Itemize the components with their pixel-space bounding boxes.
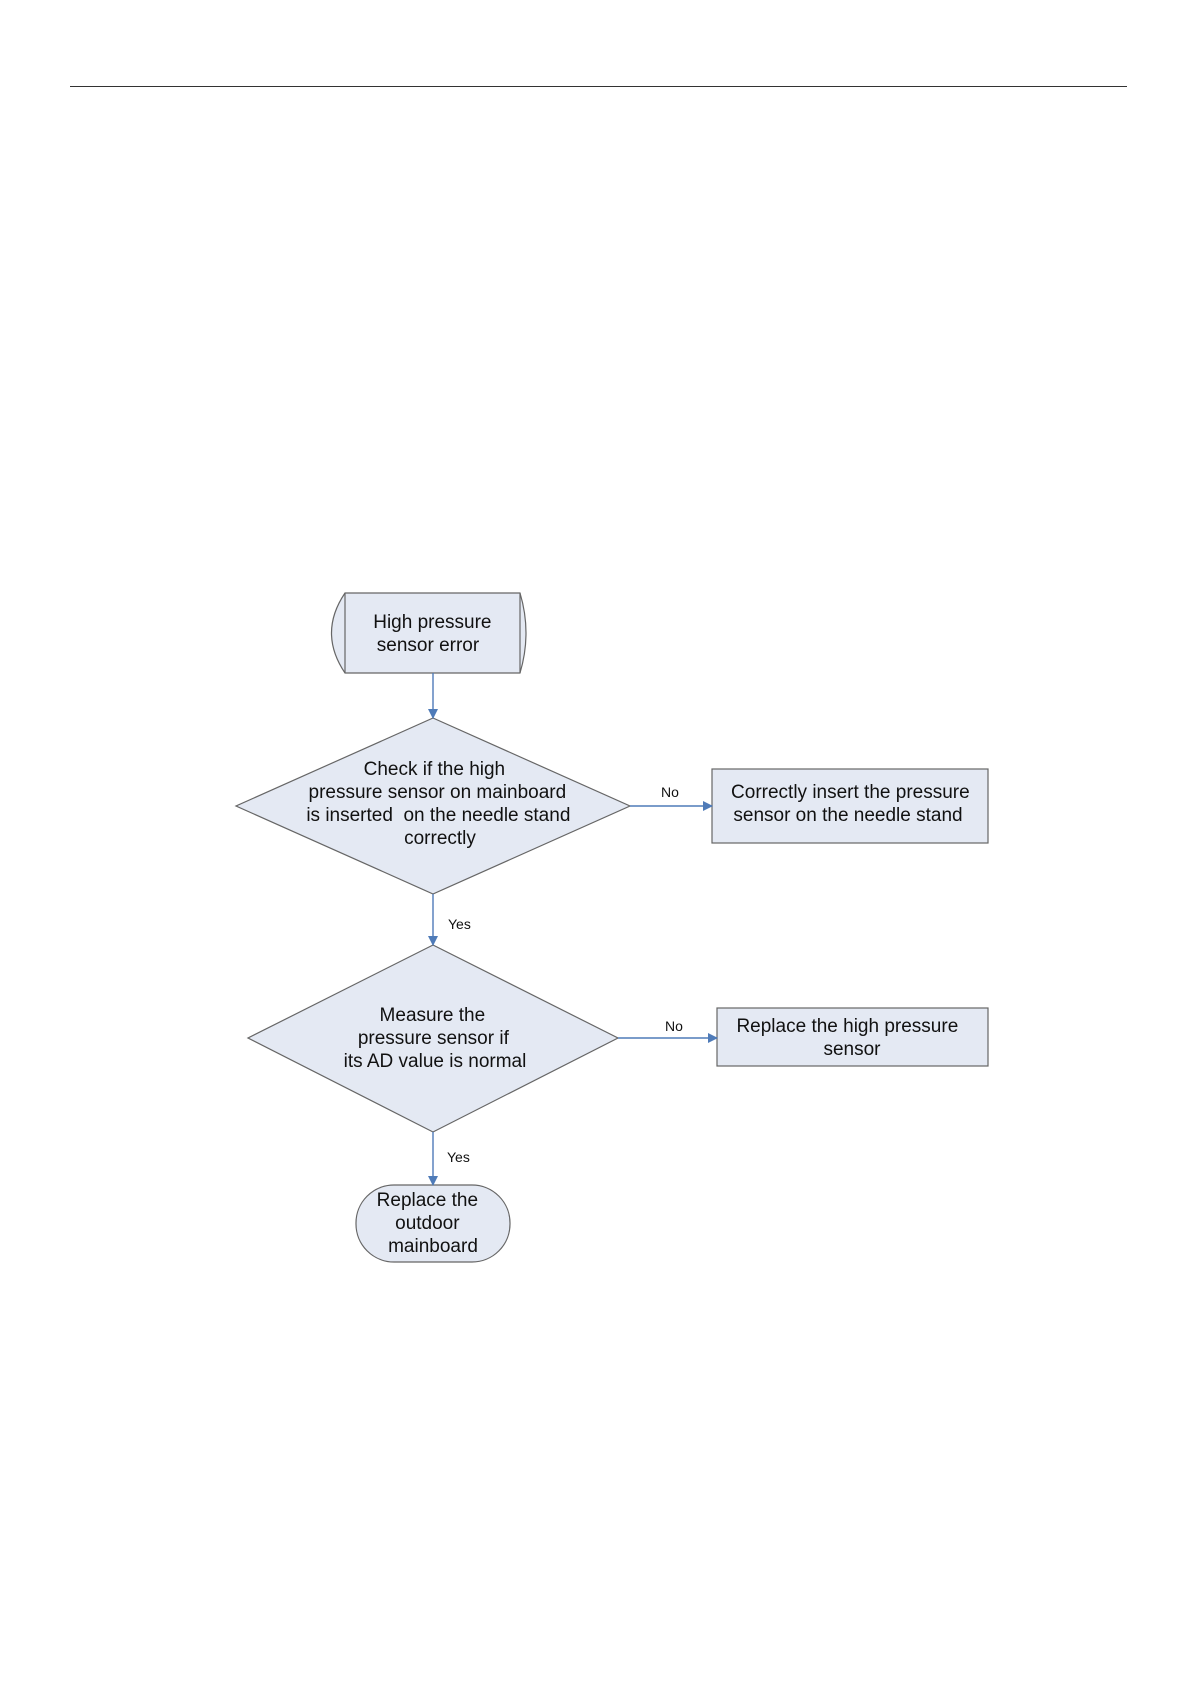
end-node-text: Replace the outdoor mainboard xyxy=(377,1190,484,1257)
end-node-line-2: outdoor xyxy=(395,1213,460,1234)
start-node: High pressure sensor error xyxy=(330,592,527,674)
end-node-line-1: Replace the xyxy=(377,1190,478,1211)
action-1-shape xyxy=(711,768,989,844)
decision-1: Check if the high pressure sensor on mai… xyxy=(234,717,632,895)
decision-1-line-3: is inserted on the needle stand xyxy=(306,805,570,826)
decision-2-text: Measure the pressure sensor if its AD va… xyxy=(344,1005,527,1072)
end-node: Replace the outdoor mainboard xyxy=(355,1184,511,1263)
action-1-line-2: sensor on the needle stand xyxy=(733,805,962,826)
edge-label-decision-2-yes: Yes xyxy=(447,1149,470,1165)
action-2-line-2: sensor xyxy=(823,1039,881,1060)
start-node-shape xyxy=(330,592,527,674)
action-2: Replace the high pressure sensor xyxy=(716,1007,989,1067)
edge-label-decision-1-yes: Yes xyxy=(448,916,471,932)
decision-1-line-2: pressure sensor on mainboard xyxy=(309,782,567,803)
action-1-text: Correctly insert the pressure sensor on … xyxy=(731,782,975,826)
action-2-shape xyxy=(716,1007,989,1067)
action-1-line-1: Correctly insert the pressure xyxy=(731,782,970,803)
end-node-line-3: mainboard xyxy=(388,1236,478,1257)
decision-1-line-1: Check if the high xyxy=(364,759,506,780)
action-2-line-1: Replace the high pressure xyxy=(736,1016,958,1037)
decision-1-line-4: correctly xyxy=(404,828,476,849)
decision-2-line-1: Measure the xyxy=(380,1005,486,1026)
start-node-line-2: sensor error xyxy=(377,635,480,656)
header-rule xyxy=(70,86,1127,87)
decision-2-line-2: pressure sensor if xyxy=(358,1028,510,1049)
action-2-text: Replace the high pressure sensor xyxy=(736,1016,963,1060)
start-node-text: High pressure sensor error xyxy=(373,612,497,656)
action-1: Correctly insert the pressure sensor on … xyxy=(711,768,989,844)
decision-2-line-3: its AD value is normal xyxy=(344,1051,527,1072)
decision-2: Measure the pressure sensor if its AD va… xyxy=(246,944,620,1133)
start-node-line-1: High pressure xyxy=(373,612,491,633)
edge-label-decision-1-no: No xyxy=(661,784,679,800)
decision-1-text: Check if the high pressure sensor on mai… xyxy=(306,759,575,849)
edge-label-decision-2-no: No xyxy=(665,1018,683,1034)
